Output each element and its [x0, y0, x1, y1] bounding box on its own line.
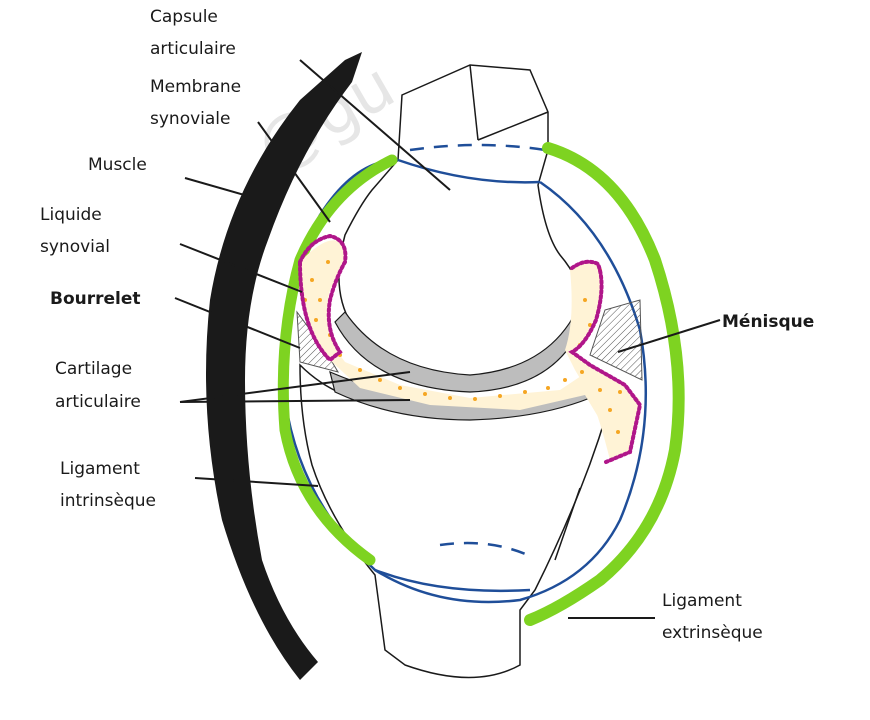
ligament-intrinseque-shape [277, 154, 398, 566]
label-liquide-2: synovial [40, 237, 110, 257]
ligament-extrinseque-shape [524, 142, 685, 626]
green-ligaments [277, 142, 685, 626]
label-capsule-2: articulaire [150, 39, 236, 59]
muscle-shape [206, 52, 362, 680]
label-capsule-1: Capsule [150, 7, 218, 27]
label-menisque: Ménisque [722, 312, 814, 332]
label-membrane-1: Membrane [150, 77, 241, 97]
label-bourrelet: Bourrelet [50, 289, 141, 309]
label-lig-extrinseque-2: extrinsèque [662, 623, 763, 643]
label-membrane-2: synoviale [150, 109, 230, 129]
synovial-fluid [298, 233, 643, 464]
label-cartilage-1: Cartilage [55, 359, 132, 379]
label-muscle: Muscle [88, 155, 147, 175]
label-liquide-1: Liquide [40, 205, 102, 225]
label-lig-extrinseque-1: Ligament [662, 591, 742, 611]
labels: Capsule articulaire Membrane synoviale M… [40, 7, 814, 643]
label-lig-intrinseque-1: Ligament [60, 459, 140, 479]
label-lig-intrinseque-2: intrinsèque [60, 491, 156, 511]
leader-lines [174, 59, 721, 619]
label-cartilage-2: articulaire [55, 392, 141, 412]
